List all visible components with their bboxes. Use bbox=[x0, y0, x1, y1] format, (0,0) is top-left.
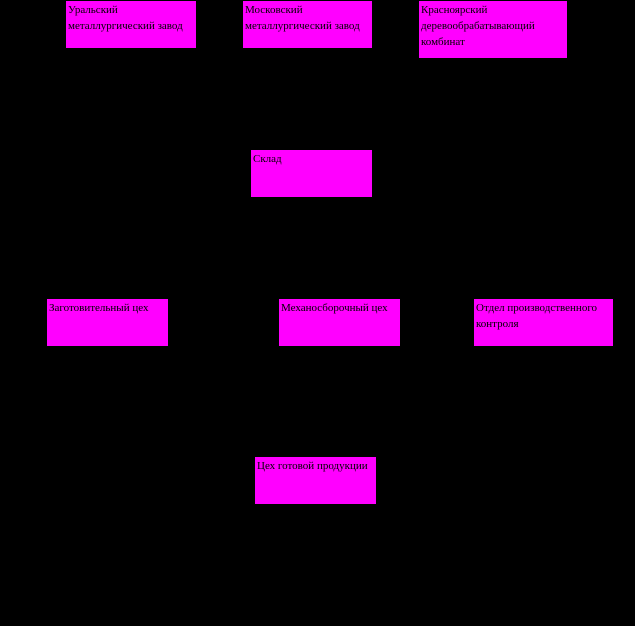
node-finished-goods-shop: Цех готовой продукции bbox=[255, 457, 376, 504]
node-assembly-shop: Механосборочный цех bbox=[279, 299, 400, 346]
node-mech-label: Механосборочный цех bbox=[281, 302, 388, 314]
node-warehouse: Склад bbox=[251, 150, 372, 197]
connector-mech-gotov bbox=[317, 345, 336, 458]
connector-moscow-sklad bbox=[306, 47, 311, 151]
node-gotov-label: Цех готовой продукции bbox=[257, 460, 368, 472]
node-moscow-metallurgical-plant: Московский металлургический завод bbox=[243, 1, 372, 48]
node-ural-metallurgical-plant: Уральский металлургический завод bbox=[66, 1, 196, 48]
node-kras-label: Красноярский деревообрабатывающий комбин… bbox=[421, 4, 535, 48]
node-krasnoyarsk-woodworking-plant: Красноярский деревообрабатывающий комбин… bbox=[419, 1, 567, 58]
node-quality-control-dept: Отдел производственного контроля bbox=[474, 299, 613, 346]
node-ural-label: Уральский металлургический завод bbox=[68, 4, 183, 32]
connector-sklad-zagot bbox=[107, 196, 306, 300]
connector-ural-sklad bbox=[130, 47, 301, 151]
node-zagot-label: Заготовительный цех bbox=[49, 302, 149, 314]
node-blank-shop: Заготовительный цех bbox=[47, 299, 168, 346]
node-otk-label: Отдел производственного контроля bbox=[476, 302, 598, 330]
node-sklad-label: Склад bbox=[253, 153, 282, 165]
node-moscow-label: Московский металлургический завод bbox=[245, 4, 360, 32]
connector-kras-sklad bbox=[319, 57, 494, 151]
